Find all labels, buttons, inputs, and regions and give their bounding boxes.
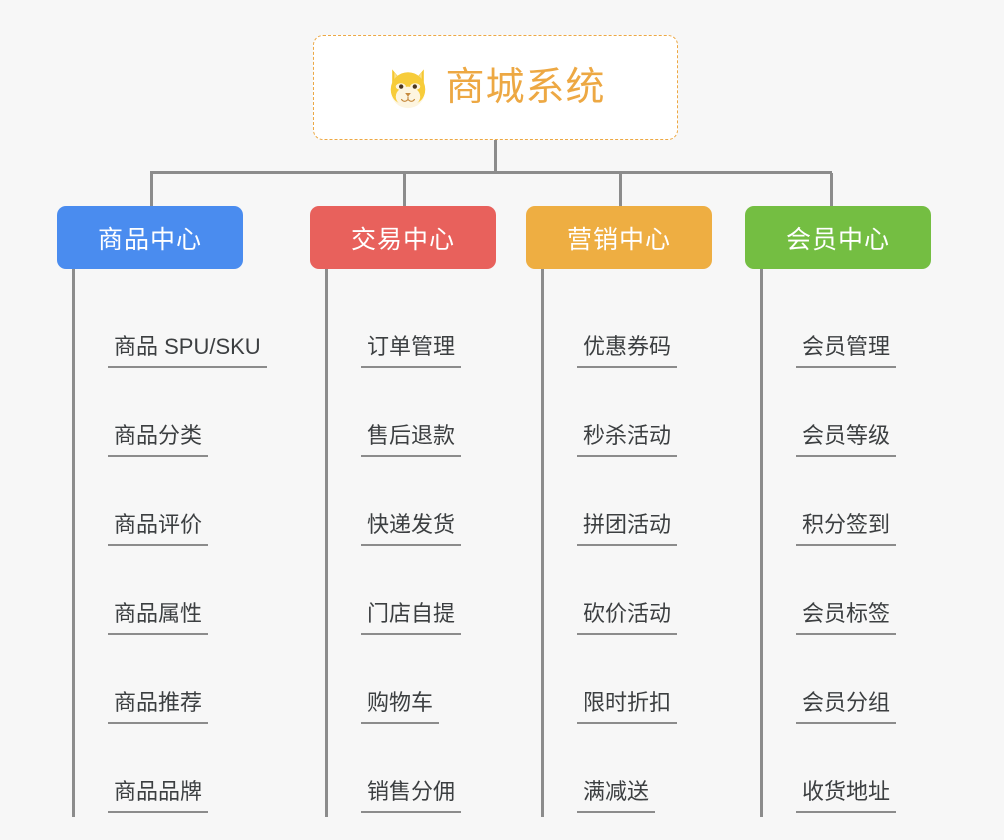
leaf-item[interactable]: 售后退款 (328, 372, 525, 461)
leaf-list-trade: 订单管理 售后退款 快递发货 门店自提 购物车 销售分佣 (325, 269, 525, 817)
leaf-label: 限时折扣 (577, 690, 678, 724)
leaf-item[interactable]: 商品属性 (75, 550, 287, 639)
leaf-label: 商品品牌 (108, 779, 209, 813)
leaf-label: 积分签到 (796, 512, 897, 546)
category-header-marketing[interactable]: 营销中心 (526, 206, 712, 269)
leaf-item[interactable]: 积分签到 (763, 461, 957, 550)
leaf-label: 会员分组 (796, 690, 897, 724)
leaf-item[interactable]: 砍价活动 (544, 550, 738, 639)
leaf-list-product: 商品 SPU/SKU 商品分类 商品评价 商品属性 商品推荐 商品品牌 (72, 269, 287, 817)
leaf-item[interactable]: 优惠券码 (544, 283, 738, 372)
leaf-item[interactable]: 会员标签 (763, 550, 957, 639)
leaf-label: 商品 SPU/SKU (108, 334, 267, 368)
leaf-label: 商品评价 (108, 512, 209, 546)
leaf-item[interactable]: 订单管理 (328, 283, 525, 372)
category-column-trade: 交易中心 订单管理 售后退款 快递发货 门店自提 购物车 销售分佣 (310, 206, 525, 817)
leaf-item[interactable]: 购物车 (328, 639, 525, 728)
root-title: 商城系统 (445, 66, 606, 109)
leaf-item[interactable]: 快递发货 (328, 461, 525, 550)
leaf-label: 商品分类 (108, 423, 209, 457)
leaf-item[interactable]: 限时折扣 (544, 639, 738, 728)
leaf-item[interactable]: 会员管理 (763, 283, 957, 372)
category-header-label: 会员中心 (785, 225, 890, 254)
category-column-marketing: 营销中心 优惠券码 秒杀活动 拼团活动 砍价活动 限时折扣 满减送 (526, 206, 738, 817)
leaf-item[interactable]: 商品品牌 (75, 728, 287, 817)
leaf-item[interactable]: 会员分组 (763, 639, 957, 728)
leaf-label: 会员标签 (796, 601, 897, 635)
leaf-item[interactable]: 商品推荐 (75, 639, 287, 728)
category-header-member[interactable]: 会员中心 (745, 206, 931, 269)
connector-drop-0 (150, 173, 153, 206)
connector-drop-1 (403, 173, 406, 206)
connector-drop-2 (619, 173, 622, 206)
category-header-trade[interactable]: 交易中心 (310, 206, 496, 269)
leaf-item[interactable]: 拼团活动 (544, 461, 738, 550)
connector-drop-3 (830, 173, 833, 206)
leaf-list-member: 会员管理 会员等级 积分签到 会员标签 会员分组 收货地址 (760, 269, 957, 817)
leaf-label: 会员管理 (796, 334, 897, 368)
leaf-label: 门店自提 (361, 601, 462, 635)
leaf-label: 购物车 (361, 690, 440, 724)
leaf-list-marketing: 优惠券码 秒杀活动 拼团活动 砍价活动 限时折扣 满减送 (541, 269, 738, 817)
leaf-label: 会员等级 (796, 423, 897, 457)
category-header-label: 营销中心 (566, 225, 671, 254)
leaf-label: 销售分佣 (361, 779, 462, 813)
category-header-label: 商品中心 (97, 225, 202, 254)
leaf-label: 商品推荐 (108, 690, 209, 724)
connector-bus (150, 171, 832, 174)
connector-trunk (494, 140, 497, 173)
leaf-label: 砍价活动 (577, 601, 678, 635)
leaf-item[interactable]: 满减送 (544, 728, 738, 817)
category-header-label: 交易中心 (350, 225, 455, 254)
leaf-item[interactable]: 门店自提 (328, 550, 525, 639)
shiba-dog-face-icon (391, 68, 426, 108)
leaf-label: 商品属性 (108, 601, 209, 635)
leaf-item[interactable]: 秒杀活动 (544, 372, 738, 461)
leaf-label: 拼团活动 (577, 512, 678, 546)
category-column-product: 商品中心 商品 SPU/SKU 商品分类 商品评价 商品属性 商品推荐 商品品牌 (57, 206, 287, 817)
leaf-item[interactable]: 商品分类 (75, 372, 287, 461)
root-node[interactable]: 商城系统 (313, 35, 678, 140)
leaf-label: 收货地址 (796, 779, 897, 813)
leaf-label: 快递发货 (361, 512, 462, 546)
leaf-item[interactable]: 商品 SPU/SKU (75, 283, 287, 372)
leaf-item[interactable]: 销售分佣 (328, 728, 525, 817)
leaf-label: 订单管理 (361, 334, 462, 368)
leaf-label: 满减送 (577, 779, 656, 813)
category-column-member: 会员中心 会员管理 会员等级 积分签到 会员标签 会员分组 收货地址 (745, 206, 957, 817)
leaf-label: 秒杀活动 (577, 423, 678, 457)
category-header-product[interactable]: 商品中心 (57, 206, 243, 269)
leaf-item[interactable]: 商品评价 (75, 461, 287, 550)
leaf-item[interactable]: 收货地址 (763, 728, 957, 817)
leaf-label: 优惠券码 (577, 334, 678, 368)
leaf-label: 售后退款 (361, 423, 462, 457)
leaf-item[interactable]: 会员等级 (763, 372, 957, 461)
